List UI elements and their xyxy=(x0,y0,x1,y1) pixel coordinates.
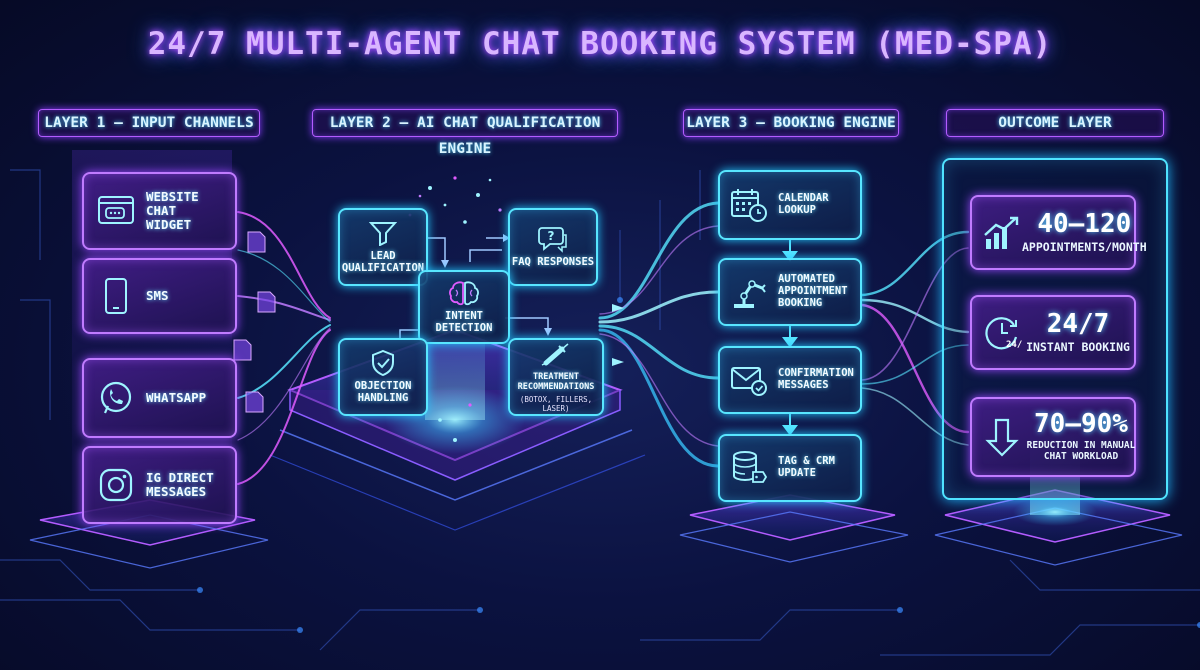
channel-sms[interactable]: SMS xyxy=(82,258,237,334)
phone-icon xyxy=(96,276,136,316)
booking-label: TAG & CRM UPDATE xyxy=(778,455,835,479)
channel-ig-direct[interactable]: IG DIRECT MESSAGES xyxy=(82,446,237,524)
engine-sublabel: (BOTOX, FILLERS, LASER) xyxy=(519,394,593,413)
engine-label: INTENT DETECTION xyxy=(435,310,493,334)
robot-arm-icon xyxy=(730,273,768,311)
engine-label: TREATMENT RECOMMENDATIONS xyxy=(517,372,595,392)
circuit-nodes xyxy=(197,297,1200,633)
syringe-icon xyxy=(540,341,572,369)
engine-treatment-recommendations[interactable]: TREATMENT RECOMMENDATIONS (BOTOX, FILLER… xyxy=(508,338,604,416)
engine-label: LEAD QUALIFICATION xyxy=(341,250,425,274)
circuit-traces xyxy=(0,169,1200,656)
booking-label: CALENDAR LOOKUP xyxy=(778,192,829,216)
outcome-value: 24/7 xyxy=(1046,308,1110,339)
question-bubble-icon: ? xyxy=(537,225,569,253)
engine-lead-qualification[interactable]: LEAD QUALIFICATION xyxy=(338,208,428,286)
envelope-check-icon xyxy=(730,361,768,399)
engine-faq-responses[interactable]: ? FAQ RESPONSES xyxy=(508,208,598,286)
down-arrow-icon xyxy=(982,417,1022,457)
channel-label: WHATSAPP xyxy=(146,390,207,405)
whatsapp-icon xyxy=(96,378,136,418)
outcome-instant-booking[interactable]: 24/7 24/7 INSTANT BOOKING xyxy=(970,295,1136,370)
engine-objection-handling[interactable]: OBJECTION HANDLING xyxy=(338,338,428,416)
outcome-label: INSTANT BOOKING xyxy=(1026,339,1130,354)
engine-label: OBJECTION HANDLING xyxy=(354,380,412,404)
funnel-icon xyxy=(367,219,399,247)
engine-intent-detection[interactable]: INTENT DETECTION xyxy=(418,270,510,344)
engine-to-booking-flows xyxy=(598,201,720,468)
channel-whatsapp[interactable]: WHATSAPP xyxy=(82,358,237,438)
booking-tag-crm-update[interactable]: TAG & CRM UPDATE xyxy=(718,434,862,502)
outcome-value: 70–90% xyxy=(1034,409,1128,440)
channel-label: IG DIRECT MESSAGES xyxy=(146,470,214,499)
calendar-clock-icon xyxy=(730,186,768,224)
engine-label: FAQ RESPONSES xyxy=(511,256,595,269)
clock-icon-text: 24/7 xyxy=(1006,340,1022,350)
growth-chart-icon xyxy=(982,213,1022,253)
channel-website-chat[interactable]: WEBSITE CHAT WIDGET xyxy=(82,172,237,250)
channel-label: WEBSITE CHAT WIDGET xyxy=(146,189,199,232)
shield-check-icon xyxy=(367,349,399,377)
booking-calendar-lookup[interactable]: CALENDAR LOOKUP xyxy=(718,170,862,240)
chat-window-icon xyxy=(96,191,136,231)
outcome-value: 40–120 xyxy=(1037,208,1132,239)
booking-confirmation-messages[interactable]: CONFIRMATION MESSAGES xyxy=(718,346,862,414)
document-icons xyxy=(233,231,276,413)
booking-to-outcome-flows xyxy=(860,230,970,446)
layer-3-label: LAYER 3 — BOOKING ENGINE xyxy=(683,109,899,137)
channel-label: SMS xyxy=(146,288,169,303)
booking-label: CONFIRMATION MESSAGES xyxy=(778,367,854,391)
page-title: 24/7 MULTI-AGENT CHAT BOOKING SYSTEM (ME… xyxy=(147,26,1053,62)
booking-label: AUTOMATED APPOINTMENT BOOKING xyxy=(778,273,848,309)
layer-2-label: LAYER 2 — AI CHAT QUALIFICATION ENGINE xyxy=(312,109,618,157)
outcome-label: REDUCTION IN MANUAL CHAT WORKLOAD xyxy=(1026,440,1136,462)
outcome-label: APPOINTMENTS/MONTH xyxy=(1022,239,1147,254)
database-tag-icon xyxy=(730,449,768,487)
booking-arrows xyxy=(782,240,798,436)
instagram-icon xyxy=(96,465,136,505)
booking-automated-appointment[interactable]: AUTOMATED APPOINTMENT BOOKING xyxy=(718,258,862,326)
clock-icon: 24/7 xyxy=(982,313,1022,353)
engine-arrows xyxy=(399,237,549,340)
svg-text:?: ? xyxy=(548,229,555,243)
input-flow-lines xyxy=(237,211,331,485)
layer-1-label: LAYER 1 — INPUT CHANNELS xyxy=(38,109,260,137)
outcome-workload-reduction[interactable]: 70–90% REDUCTION IN MANUAL CHAT WORKLOAD xyxy=(970,397,1136,477)
outcome-layer-label: OUTCOME LAYER xyxy=(946,109,1164,137)
brain-icon xyxy=(448,279,480,307)
outcome-appointments[interactable]: 40–120 APPOINTMENTS/MONTH xyxy=(970,195,1147,270)
